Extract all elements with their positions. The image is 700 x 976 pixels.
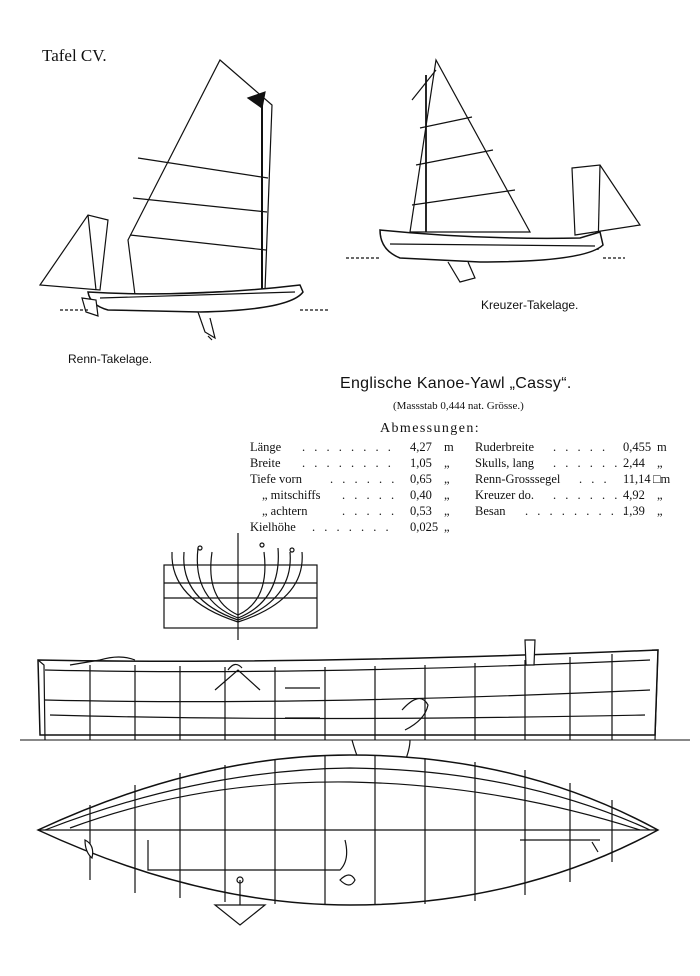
dot-leader: . . . . . . . .	[302, 456, 394, 470]
scale-note: (Massstab 0,444 nat. Grösse.)	[393, 400, 524, 412]
dimension-unit: „	[657, 488, 663, 502]
dimensions-table-right: Ruderbreite . . . . . 0,455 m Skulls, la…	[475, 440, 675, 520]
cruising-rig-drawing	[346, 58, 642, 283]
dimension-value: 0,455	[623, 440, 652, 454]
dimension-unit: m	[444, 440, 454, 454]
dimension-value: 1,39	[623, 504, 645, 518]
dimension-label: Kielhöhe	[250, 520, 296, 534]
dimension-value: 4,27	[410, 440, 432, 454]
dimension-label: „ achtern	[262, 504, 308, 518]
dimension-label: Renn-Grosssegel	[475, 472, 561, 486]
dimension-value: 0,65	[410, 472, 432, 486]
dimension-unit: „	[444, 520, 450, 534]
dot-leader: . . . . .	[342, 488, 398, 502]
half-breadth-plan-drawing	[36, 754, 660, 926]
dot-leader: . . . . . .	[553, 488, 621, 502]
dimension-label: „ mitschiffs	[262, 488, 321, 502]
dimension-value: 0,53	[410, 504, 432, 518]
sheer-plan-drawing	[20, 639, 690, 807]
dimension-value: 4,92	[623, 488, 645, 502]
dimension-label: Tiefe vorn	[250, 472, 302, 486]
dot-leader: . . . . .	[553, 440, 609, 454]
dimension-value: 0,40	[410, 488, 432, 502]
dimension-label: Skulls, lang	[475, 456, 535, 470]
racing-rig-drawing	[38, 59, 330, 341]
dot-leader: . . .	[579, 472, 610, 486]
dimension-value: 1,05	[410, 456, 432, 470]
dimension-unit: „	[444, 488, 450, 502]
dot-leader: . . . . . .	[330, 472, 398, 486]
dimension-unit: „	[444, 456, 450, 470]
cruising-rig-caption: Kreuzer-Takelage.	[481, 298, 579, 312]
dot-leader: . . . . .	[342, 504, 398, 518]
dimension-value: 11,14	[623, 472, 651, 486]
dimension-value: 2,44	[623, 456, 645, 470]
dimension-unit: □m	[653, 472, 671, 486]
dimensions-table-left: Länge . . . . . . . . 4,27 m Breite . . …	[250, 440, 460, 534]
dot-leader: . . . . . . . . .	[525, 504, 630, 518]
dimension-unit: „	[657, 504, 663, 518]
dimension-unit: „	[444, 504, 450, 518]
racing-rig-caption: Renn-Takelage.	[68, 352, 153, 366]
dimension-unit: m	[657, 440, 667, 454]
dimension-label: Breite	[250, 456, 281, 470]
dimension-unit: „	[444, 472, 450, 486]
dimension-label: Länge	[250, 440, 282, 454]
dot-leader: . . . . . .	[553, 456, 621, 470]
dot-leader: . . . . . . .	[312, 520, 392, 534]
body-plan-drawing	[163, 533, 318, 640]
dot-leader: . . . . . . . .	[302, 440, 394, 454]
dimension-label: Besan	[475, 504, 506, 518]
document-title: Englische Kanoe-Yawl „Cassy“.	[340, 375, 572, 392]
dimension-unit: „	[657, 456, 663, 470]
dimension-value: 0,025	[410, 520, 439, 534]
dimension-label: Kreuzer do.	[475, 488, 534, 502]
plate-label: Tafel CV.	[42, 46, 107, 65]
dimension-label: Ruderbreite	[475, 440, 535, 454]
dimensions-heading: Abmessungen:	[380, 421, 481, 436]
